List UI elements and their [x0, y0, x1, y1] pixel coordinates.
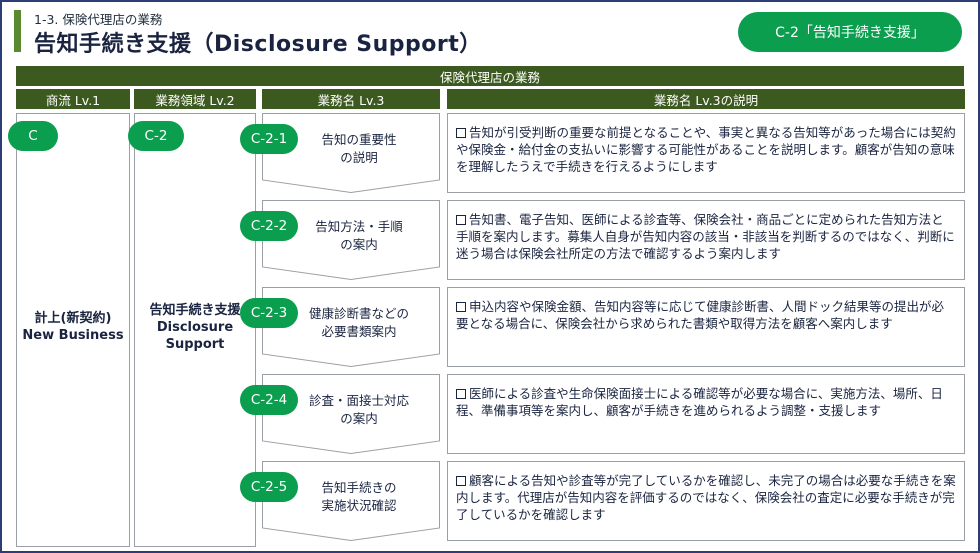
lv3-description-c-2-3: 申込内容や保険金額、告知内容等に応じて健康診断書、人間ドック結果等の提出が必要と…	[447, 287, 965, 367]
lv2-column-box: 告知手続き支援 Disclosure Support	[134, 113, 256, 547]
lv3-item-c-2-4: 診査・面接士対応 の案内	[262, 374, 440, 454]
lv3-description-c-2-2: 告知書、電子告知、医師による診査等、保険会社・商品ごとに定められた告知方法と手順…	[447, 200, 965, 280]
lv3-item-c-2-1: 告知の重要性 の説明	[262, 113, 440, 193]
lv3-code-badge-c-2-2: C-2-2	[240, 211, 298, 241]
column-header-lv3: 業務名 Lv.3	[262, 89, 440, 109]
chevron-shape	[262, 374, 440, 454]
lv3-item-c-2-2: 告知方法・手順 の案内	[262, 200, 440, 280]
lv3-item-label: 告知方法・手順 の案内	[315, 219, 403, 252]
chevron-shape	[262, 113, 440, 193]
column-header-description: 業務名 Lv.3の説明	[447, 89, 965, 109]
lv1-code-badge: C	[8, 121, 58, 151]
chevron-shape	[262, 287, 440, 367]
checkbox-bullet-icon	[456, 128, 466, 138]
lv3-code-badge-c-2-4: C-2-4	[240, 385, 298, 415]
lv3-description-c-2-4: 医師による診査や生命保険面接士による確認等が必要な場合に、実施方法、場所、日程、…	[447, 374, 965, 454]
lv3-item-c-2-5: 告知手続きの 実施状況確認	[262, 461, 440, 541]
lv1-name-jp: 計上(新契約)	[34, 311, 112, 326]
page-title: 告知手続き支援（Disclosure Support）	[34, 32, 482, 57]
checkbox-bullet-icon	[456, 215, 466, 225]
lv3-item-label: 健康診断書などの 必要書類案内	[308, 306, 409, 339]
lv2-code-badge: C-2	[128, 121, 184, 151]
column-header-lv1: 商流 Lv.1	[16, 89, 130, 109]
lv2-name-jp: 告知手続き支援	[149, 303, 241, 318]
lv3-item-label: 告知の重要性 の説明	[321, 132, 397, 165]
lv3-description-c-2-1: 告知が引受判断の重要な前提となることや、事実と異なる告知等があった場合には契約や…	[447, 113, 965, 193]
lv3-description-c-2-5: 顧客による告知や診査等が完了しているかを確認し、未完了の場合は必要な手続きを案内…	[447, 461, 965, 541]
column-header-lv2: 業務領域 Lv.2	[134, 89, 256, 109]
lv3-code-badge-c-2-1: C-2-1	[240, 124, 298, 154]
lv3-item-label: 診査・面接士対応 の案内	[308, 393, 409, 426]
table-banner: 保険代理店の業務	[16, 66, 964, 86]
chevron-shape	[262, 461, 440, 541]
lv3-code-badge-c-2-5: C-2-5	[240, 472, 298, 502]
lv2-name-en-2: Support	[165, 337, 225, 352]
title-accent-bar	[14, 10, 21, 52]
lv2-name-en-1: Disclosure	[156, 320, 234, 335]
lv3-item-c-2-3: 健康診断書などの 必要書類案内	[262, 287, 440, 367]
section-reference-badge: C-2「告知手続き支援」	[738, 12, 962, 52]
section-subtitle: 1-3. 保険代理店の業務	[34, 12, 163, 27]
checkbox-bullet-icon	[456, 389, 466, 399]
checkbox-bullet-icon	[456, 302, 466, 312]
lv1-column-box: 計上(新契約) New Business	[16, 113, 130, 547]
checkbox-bullet-icon	[456, 476, 466, 486]
lv3-code-badge-c-2-3: C-2-3	[240, 298, 298, 328]
chevron-shape	[262, 200, 440, 280]
lv3-item-label: 告知手続きの 実施状況確認	[321, 480, 397, 513]
lv1-name-en: New Business	[22, 328, 124, 343]
